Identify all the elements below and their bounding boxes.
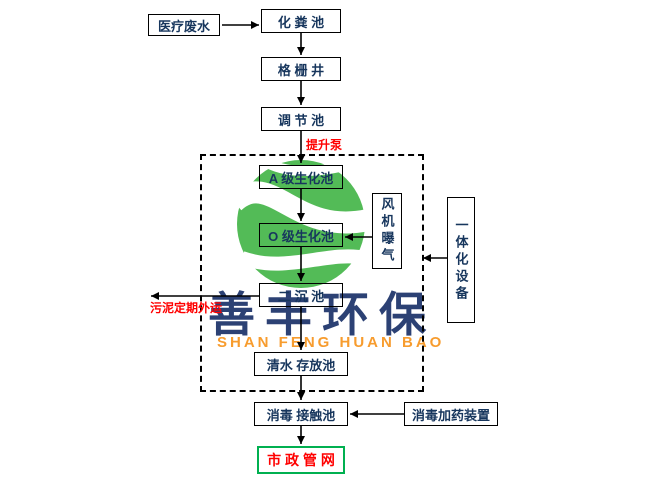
- integrated-system-boundary: [200, 154, 424, 392]
- node-grid-well: 格 栅 井: [261, 57, 341, 81]
- node-municipal-pipe-network: 市 政 管 网: [257, 446, 345, 474]
- node-disinfection-dosing-device: 消毒加药装置: [404, 402, 498, 426]
- node-fan-aeration: 风机曝气: [372, 193, 402, 269]
- node-a-grade-biochemical-tank: A 级生化池: [259, 165, 343, 189]
- node-disinfection-contact-tank: 消毒 接触池: [254, 402, 348, 426]
- watermark-company-name-en: SHAN FENG HUAN BAO: [217, 334, 445, 351]
- label-lift-pump: 提升泵: [306, 138, 343, 152]
- node-medical-wastewater: 医疗废水: [148, 14, 220, 36]
- node-septic-tank: 化 粪 池: [261, 9, 341, 33]
- node-integrated-equipment: 一体化设备: [447, 197, 475, 323]
- node-secondary-sedimentation-tank: 二 沉 池: [259, 283, 343, 307]
- watermark-company-name: 善丰环保: [208, 288, 436, 343]
- node-regulating-tank: 调 节 池: [261, 107, 341, 131]
- node-o-grade-biochemical-tank: O 级生化池: [259, 223, 343, 247]
- label-sludge-removal: 污泥定期外运: [150, 301, 223, 315]
- node-clear-water-storage-tank: 清水 存放池: [254, 352, 348, 376]
